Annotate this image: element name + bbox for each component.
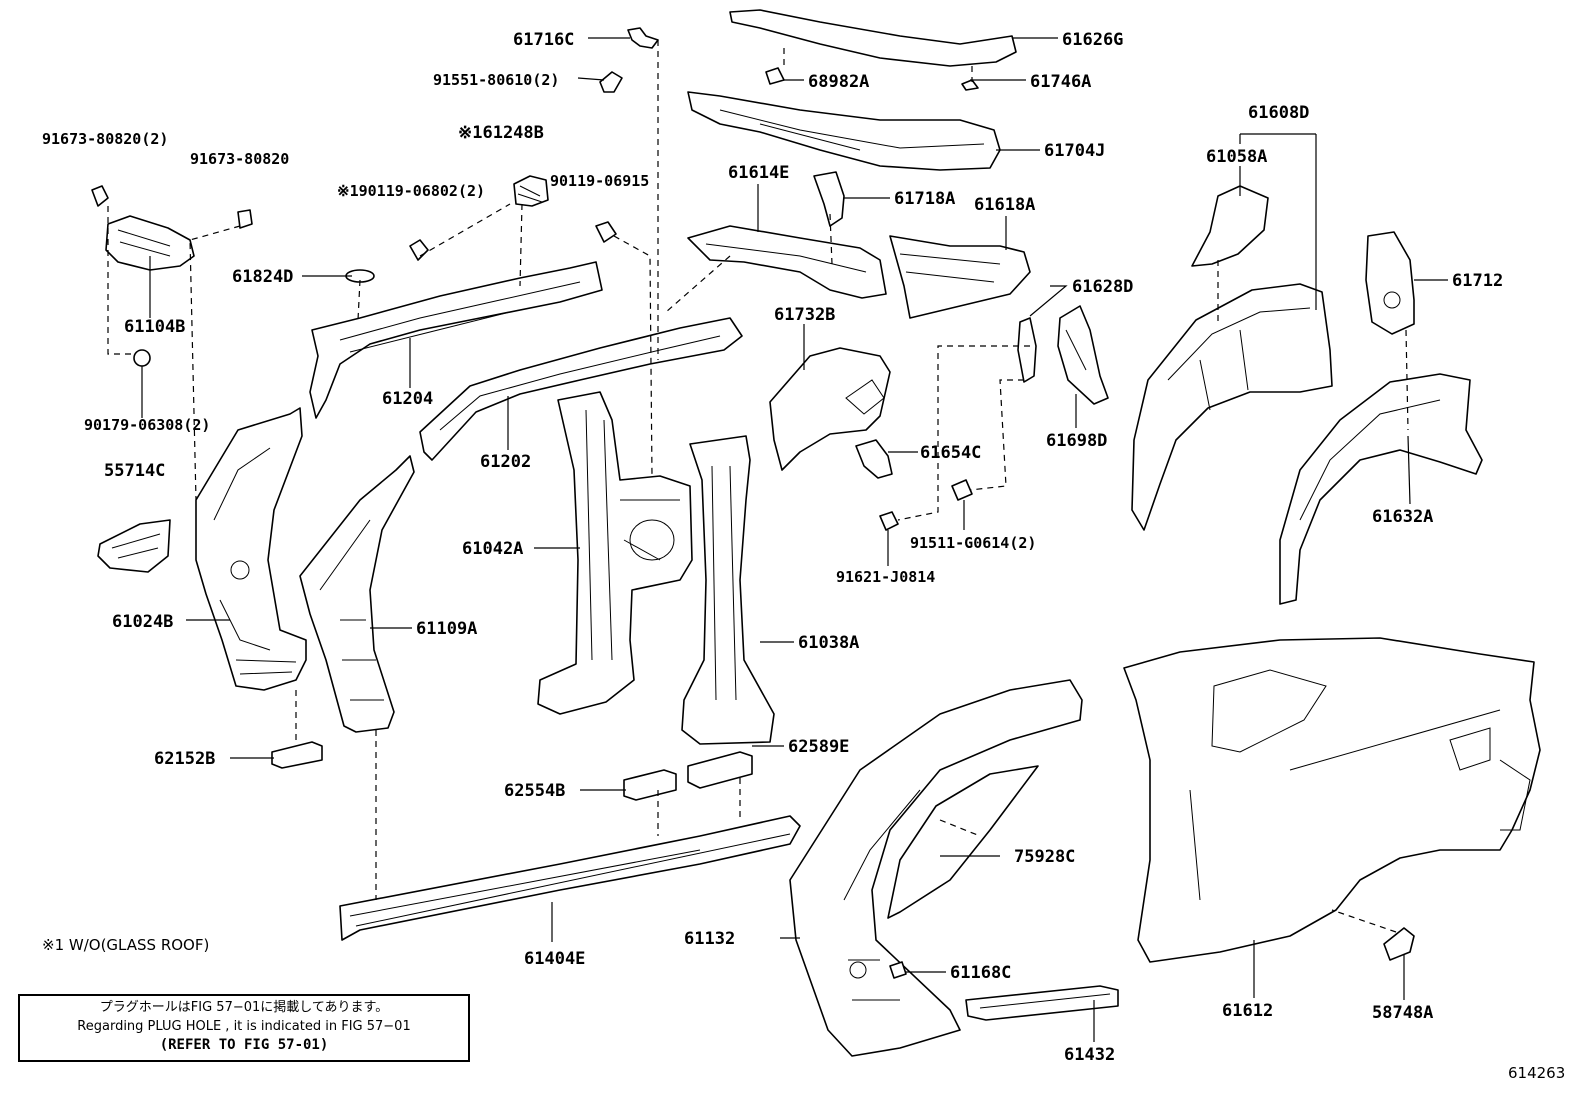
label-61248B: ※161248B xyxy=(458,123,544,143)
part-61732B-panel xyxy=(769,347,891,471)
label-61042A: 61042A xyxy=(462,539,523,559)
label-61618A: 61618A xyxy=(974,195,1035,215)
label-90119-06802: ※190119-06802(2) xyxy=(337,182,485,200)
label-61612: 61612 xyxy=(1222,1001,1273,1021)
label-61654C: 61654C xyxy=(920,443,981,463)
part-61042A-pillar xyxy=(537,391,693,715)
part-bolts-91511-91621 xyxy=(879,479,973,531)
part-61614E-panel xyxy=(687,225,887,299)
label-61704J: 61704J xyxy=(1044,141,1105,161)
part-61038A-pillar xyxy=(681,435,775,745)
label-61746A: 61746A xyxy=(1030,72,1091,92)
part-61132-panel xyxy=(789,679,1083,1057)
part-61168C-clip xyxy=(889,961,907,979)
part-62554B-block xyxy=(623,769,677,801)
label-91551-80610: 91551-80610(2) xyxy=(433,71,559,89)
label-61608D: 61608D xyxy=(1248,103,1309,123)
label-61432: 61432 xyxy=(1064,1045,1115,1065)
part-61632A-wheelhouse xyxy=(1279,373,1483,605)
part-61716C-bracket xyxy=(599,27,659,93)
dashed-leader-lines xyxy=(107,40,1409,933)
label-91673-80820-2: 91673-80820(2) xyxy=(42,130,168,148)
part-61404E-rocker xyxy=(339,815,801,941)
part-61628D-bracket xyxy=(1017,317,1037,383)
label-55714C: 55714C xyxy=(104,461,165,481)
part-75928C-glass xyxy=(887,765,1039,919)
part-61109A-pillar xyxy=(299,455,415,733)
part-58748A-cap xyxy=(1383,927,1415,961)
label-90179-06308: 90179-06308(2) xyxy=(84,416,210,434)
label-91511-G0614: 91511-G0614(2) xyxy=(910,534,1036,552)
part-61626G-rail xyxy=(729,9,1017,91)
part-55714C-bracket xyxy=(97,519,171,573)
part-61204-rail xyxy=(309,261,603,419)
label-62152B: 62152B xyxy=(154,749,215,769)
label-61824D: 61824D xyxy=(232,267,293,287)
label-91673-80820: 91673-80820 xyxy=(190,150,289,168)
part-61608D-wheelhouse xyxy=(1131,283,1333,531)
label-61202: 61202 xyxy=(480,452,531,472)
label-61168C: 61168C xyxy=(950,963,1011,983)
reference-note-box: プラグホールはFIG 57−01に掲載してあります。 Regarding PLU… xyxy=(18,994,470,1062)
label-61626G: 61626G xyxy=(1062,30,1123,50)
part-61058A-bracket xyxy=(1191,185,1269,267)
part-61024B-pillar xyxy=(195,407,307,691)
part-61712-bracket xyxy=(1365,231,1415,335)
label-62554B: 62554B xyxy=(504,781,565,801)
label-68982A: 68982A xyxy=(808,72,869,92)
label-61109A: 61109A xyxy=(416,619,477,639)
part-61104B-bracket xyxy=(91,185,253,367)
label-61632A: 61632A xyxy=(1372,507,1433,527)
label-61104B: 61104B xyxy=(124,317,185,337)
label-62589E: 62589E xyxy=(788,737,849,757)
label-61038A: 61038A xyxy=(798,633,859,653)
label-61204: 61204 xyxy=(382,389,433,409)
label-75928C: 75928C xyxy=(1014,847,1075,867)
part-61718A-bracket xyxy=(813,171,845,227)
note-japanese: プラグホールはFIG 57−01に掲載してあります。 xyxy=(99,1000,389,1015)
part-labels: 61716C 91551-80610(2) ※161248B ※190119-0… xyxy=(42,30,1503,1065)
part-61618A-panel xyxy=(889,235,1031,319)
label-90119-06915: 90119-06915 xyxy=(550,172,649,190)
label-61628D: 61628D xyxy=(1072,277,1133,297)
footnote: ※1 W/O(GLASS ROOF) xyxy=(42,936,210,954)
label-61404E: 61404E xyxy=(524,949,585,969)
label-91621-J0814: 91621-J0814 xyxy=(836,568,935,586)
label-61132: 61132 xyxy=(684,929,735,949)
figure-number: 614263 xyxy=(1508,1064,1566,1082)
label-61718A: 61718A xyxy=(894,189,955,209)
note-english: Regarding PLUG HOLE , it is indicated in… xyxy=(77,1019,411,1034)
label-61712: 61712 xyxy=(1452,271,1503,291)
part-61612-quarter-panel xyxy=(1123,637,1541,963)
solid-leader-lines xyxy=(141,37,1448,1042)
label-61614E: 61614E xyxy=(728,163,789,183)
part-61698D-bracket xyxy=(1057,305,1109,405)
part-62589E-block xyxy=(687,751,753,789)
label-61024B: 61024B xyxy=(112,612,173,632)
label-61732B: 61732B xyxy=(774,305,835,325)
part-62152B-block xyxy=(271,741,323,769)
label-61698D: 61698D xyxy=(1046,431,1107,451)
part-61704J-panel xyxy=(687,91,1001,171)
note-reference-link[interactable]: (REFER TO FIG 57-01) xyxy=(159,1037,329,1053)
label-61058A: 61058A xyxy=(1206,147,1267,167)
part-61202-rail xyxy=(419,317,743,461)
label-61716C: 61716C xyxy=(513,30,574,50)
part-61654C-bracket xyxy=(855,439,893,479)
part-61432-panel xyxy=(965,985,1119,1021)
label-58748A: 58748A xyxy=(1372,1003,1433,1023)
part-61248B-reinforcement xyxy=(345,175,617,283)
